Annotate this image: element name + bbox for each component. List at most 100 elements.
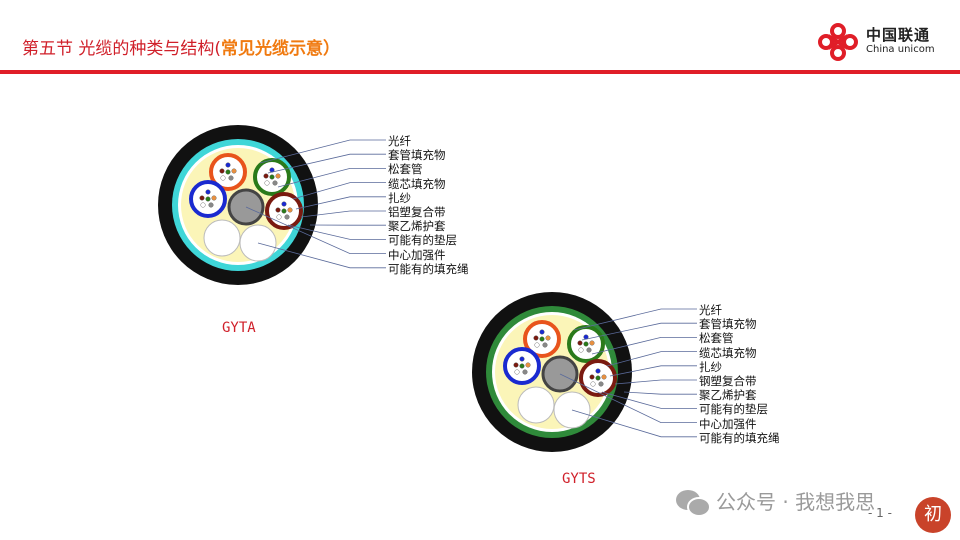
- cable-label: 中心加强件: [388, 247, 446, 262]
- leader-line: [267, 153, 386, 174]
- leader-line: [245, 206, 386, 255]
- optical-fiber: [208, 202, 214, 208]
- optical-fiber: [272, 180, 278, 186]
- optical-fiber: [589, 374, 595, 380]
- leader-line: [277, 167, 386, 188]
- optical-fiber: [586, 347, 592, 353]
- cable-caption-gyta: GYTA: [222, 320, 256, 336]
- cable-label: 缆芯填充物: [388, 176, 446, 191]
- optical-fiber: [525, 362, 531, 368]
- cable-label: 聚乙烯护套: [699, 388, 757, 403]
- cable-cross-section-gyta: [158, 125, 386, 285]
- optical-fiber: [211, 195, 217, 201]
- optical-fiber: [542, 342, 548, 348]
- optical-fiber: [545, 335, 551, 341]
- filler-rope: [203, 219, 241, 257]
- optical-fiber: [595, 375, 601, 381]
- optical-fiber: [275, 207, 281, 213]
- leader-line: [257, 242, 386, 269]
- optical-fiber: [220, 175, 226, 181]
- optical-fiber: [522, 369, 528, 375]
- leader-line: [609, 365, 697, 377]
- cable-label: 扎纱: [699, 359, 722, 374]
- leader-line: [287, 224, 386, 240]
- page-title: 第五节 光缆的种类与结构(常见光缆示意）: [22, 34, 340, 59]
- optical-fiber: [281, 208, 287, 214]
- cable-cross-section-gyts: [472, 292, 697, 452]
- china-unicom-logo: 中国联通 China unicom: [814, 22, 944, 62]
- optical-fiber: [519, 363, 525, 369]
- optical-fiber: [228, 175, 234, 181]
- optical-fiber: [219, 168, 225, 174]
- cable-label: 聚乙烯护套: [388, 219, 446, 234]
- optical-fiber: [281, 201, 287, 207]
- optical-fiber: [275, 173, 281, 179]
- optical-fiber: [601, 374, 607, 380]
- leader-line: [623, 391, 697, 395]
- cable-label: 光纤: [388, 134, 411, 148]
- optical-fiber: [269, 174, 275, 180]
- optical-fiber: [287, 207, 293, 213]
- cable-label: 套管填充物: [699, 317, 757, 332]
- optical-fiber: [231, 168, 237, 174]
- optical-fiber: [539, 329, 545, 335]
- cable-label: 松套管: [699, 331, 734, 346]
- cable-label: 套管填充物: [388, 148, 446, 163]
- cable-caption-gyts: GYTS: [562, 471, 596, 487]
- optical-fiber: [590, 381, 596, 387]
- leader-line: [295, 196, 386, 210]
- optical-fiber: [534, 342, 540, 348]
- cable-label: 中心加强件: [699, 416, 757, 431]
- optical-fiber: [205, 196, 211, 202]
- optical-fiber: [225, 169, 231, 175]
- optical-fiber: [513, 362, 519, 368]
- leader-line: [292, 182, 386, 200]
- optical-fiber: [264, 180, 270, 186]
- cable-label: 可能有的填充绳: [388, 261, 469, 276]
- cable-label: 缆芯填充物: [699, 345, 757, 360]
- optical-fiber: [205, 189, 211, 195]
- leader-line: [300, 210, 386, 218]
- optical-fiber: [589, 340, 595, 346]
- optical-fiber: [514, 369, 520, 375]
- cable-label: 可能有的垫层: [699, 402, 768, 417]
- title-prefix: 第五节 光缆的种类与结构(: [22, 39, 222, 59]
- optical-fiber: [577, 340, 583, 346]
- header-divider: [0, 70, 960, 74]
- leader-line: [259, 139, 386, 164]
- logo-text-en: China unicom: [866, 44, 935, 55]
- leader-line: [591, 336, 697, 355]
- optical-fiber: [225, 162, 231, 168]
- optical-fiber: [533, 335, 539, 341]
- cable-label: 光纤: [699, 303, 722, 317]
- logo-text-cn: 中国联通: [866, 26, 931, 44]
- cable-label: 扎纱: [388, 190, 411, 205]
- optical-fiber: [276, 214, 282, 220]
- page-number: - 1 -: [868, 506, 892, 520]
- optical-fiber: [200, 202, 206, 208]
- avatar-badge: 初: [915, 497, 951, 533]
- optical-fiber: [519, 356, 525, 362]
- optical-fiber: [199, 195, 205, 201]
- cable-label: 可能有的垫层: [388, 233, 457, 248]
- wechat-icon: [676, 490, 711, 517]
- cable-label: 铝塑复合带: [388, 205, 446, 219]
- optical-fiber: [539, 336, 545, 342]
- leader-line: [601, 391, 697, 409]
- leader-line: [581, 322, 697, 341]
- unicom-knot-icon: [818, 23, 858, 61]
- leader-line: [573, 308, 697, 331]
- cable-label: 钢塑复合带: [699, 374, 757, 388]
- optical-fiber: [263, 173, 269, 179]
- optical-fiber: [583, 341, 589, 347]
- leader-line: [606, 351, 697, 367]
- optical-fiber: [598, 381, 604, 387]
- leader-line: [559, 373, 697, 424]
- leader-line: [571, 409, 697, 438]
- leader-line: [614, 379, 697, 385]
- title-highlight: 常见光缆示意）: [221, 39, 341, 59]
- filler-rope: [517, 386, 555, 424]
- watermark-text: 公众号 · 我想我思: [716, 490, 876, 514]
- optical-fiber: [595, 368, 601, 374]
